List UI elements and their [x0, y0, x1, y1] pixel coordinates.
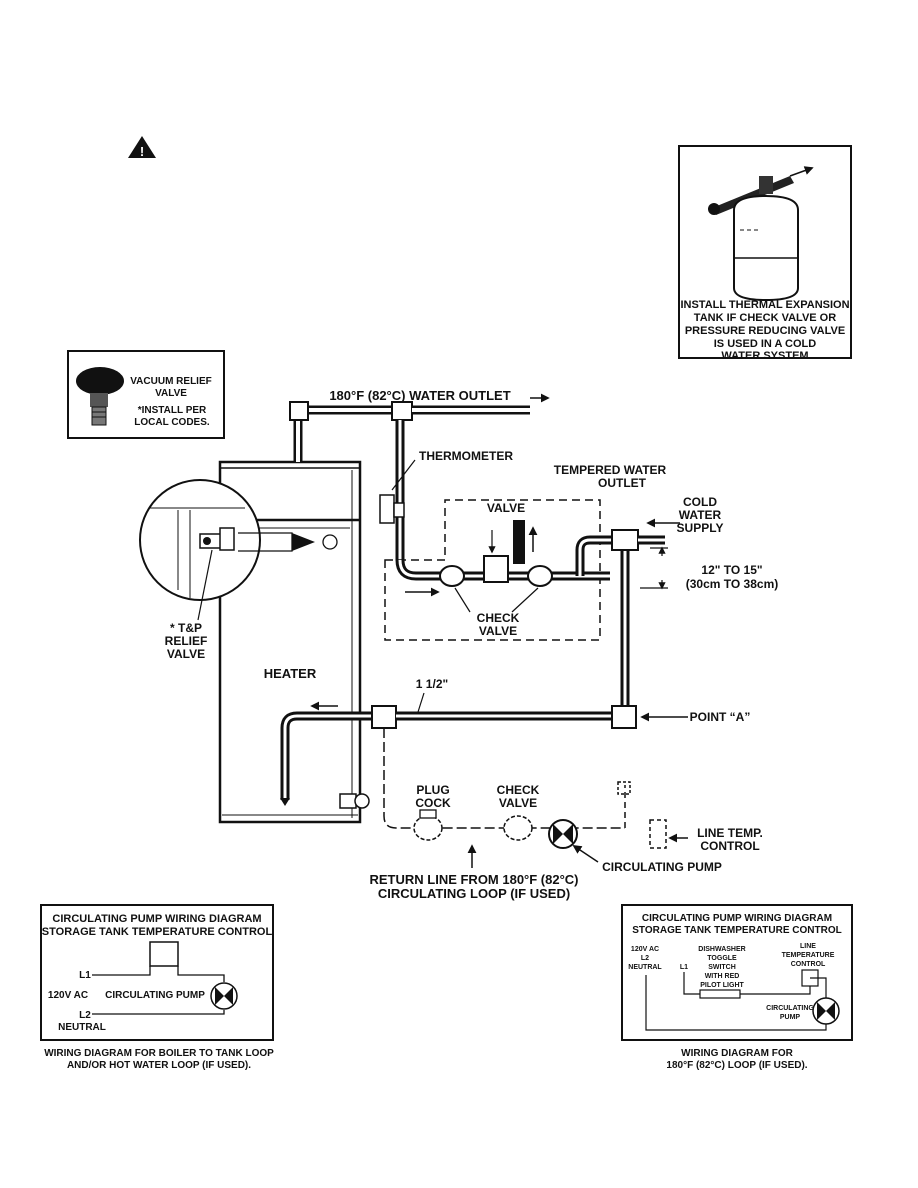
expansion-caption-1: INSTALL THERMAL EXPANSION	[680, 299, 849, 311]
toggle-switch-icon	[699, 989, 741, 999]
tempered-water-piping	[395, 529, 665, 720]
point-a-label: POINT “A”	[690, 710, 751, 724]
tempered-outlet-label-1: TEMPERED WATER	[554, 463, 667, 477]
wiring-right-switch-3: SWITCH	[708, 964, 736, 971]
wiring-right-linetemp-2: TEMPERATURE	[782, 952, 835, 959]
return-piping	[280, 705, 637, 829]
return-line-2: CIRCULATING LOOP (IF USED)	[378, 886, 570, 901]
wiring-right-linetemp-1: LINE	[800, 943, 816, 950]
check-valve-leader-b	[511, 587, 539, 613]
wiring-right-switch-1: DISHWASHER	[698, 946, 745, 953]
wiring-right-title-1: CIRCULATING PUMP WIRING DIAGRAM	[642, 913, 832, 924]
vacuum-note-2: LOCAL CODES.	[134, 417, 210, 428]
tp-relief-leader	[197, 549, 213, 621]
water-outlet-label: 180°F (82°C) WATER OUTLET	[329, 388, 510, 403]
tp-relief-1: * T&P	[170, 621, 202, 635]
wiring-left-pump-icon	[210, 982, 238, 1010]
check-valve-lower-1: CHECK	[497, 783, 540, 797]
wiring-right-linetemp-3: CONTROL	[791, 961, 826, 968]
return-line-1: RETURN LINE FROM 180°F (82°C)	[369, 872, 578, 887]
wiring-right-power-3: NEUTRAL	[628, 964, 662, 971]
check-valve-leader-a	[454, 587, 471, 613]
expansion-tank-icon	[708, 166, 814, 302]
warning-triangle-icon: !	[128, 136, 156, 159]
check-valve-lower-icon	[503, 815, 533, 841]
hot-outlet-piping	[289, 401, 530, 560]
vacuum-note-1: *INSTALL PER	[138, 405, 207, 416]
wiring-left-pump: CIRCULATING PUMP	[105, 990, 205, 1001]
mixing-valve-icon	[483, 520, 525, 583]
circulating-pump-label: CIRCULATING PUMP	[602, 860, 722, 874]
check-valve-upper-1: CHECK	[477, 611, 520, 625]
wiring-right-pump-1: CIRCULATING	[766, 1005, 814, 1012]
pump-leader	[572, 845, 599, 863]
wiring-right-switch-5: PILOT LIGHT	[700, 982, 744, 989]
thermometer-leader	[391, 459, 416, 491]
tank-control-box	[149, 941, 179, 967]
wiring-right-switch-4: WITH RED	[705, 973, 740, 980]
plug-cock-icon	[413, 809, 443, 841]
wiring-diagram-left: CIRCULATING PUMP WIRING DIAGRAM STORAGE …	[40, 904, 274, 1041]
wiring-left-title-2: STORAGE TANK TEMPERATURE CONTROL	[42, 926, 273, 938]
valve-label: VALVE	[487, 501, 525, 515]
thermometer-label: THERMOMETER	[419, 449, 513, 463]
wiring-left-l1: L1	[79, 970, 91, 981]
pipe-size-label: 1 1/2"	[416, 677, 448, 691]
tp-relief-2: RELIEF	[165, 634, 208, 648]
vacuum-relief-panel: VACUUM RELIEF VALVE *INSTALL PER LOCAL C…	[67, 350, 225, 439]
thermometer-icon	[379, 494, 405, 524]
wiring-left-caption-2: AND/OR HOT WATER LOOP (IF USED).	[67, 1060, 251, 1071]
vacuum-title-1: VACUUM RELIEF	[130, 376, 211, 387]
cold-supply-3: SUPPLY	[677, 521, 724, 535]
check-valve-lower-2: VALVE	[499, 796, 537, 810]
wiring-left-voltage: 120V AC	[48, 990, 88, 1001]
check-valve-upper-icon	[439, 565, 553, 587]
wiring-right-pump-2: PUMP	[780, 1014, 801, 1021]
check-valve-upper-2: VALVE	[479, 624, 517, 638]
cold-supply-2: WATER	[679, 508, 722, 522]
distance-marker	[640, 546, 668, 590]
distance-2: (30cm TO 38cm)	[686, 577, 779, 591]
expansion-tank-panel: INSTALL THERMAL EXPANSION TANK IF CHECK …	[678, 145, 852, 362]
plug-cock-1: PLUG	[416, 783, 449, 797]
expansion-caption-2: TANK IF CHECK VALVE OR	[694, 312, 836, 324]
warning-symbol: !	[140, 144, 144, 159]
expansion-caption-4: IS USED IN A COLD	[714, 338, 817, 350]
wiring-right-caption-2: 180°F (82°C) LOOP (IF USED).	[666, 1060, 807, 1071]
distance-1: 12" TO 15"	[701, 563, 762, 577]
plug-cock-2: COCK	[415, 796, 451, 810]
vacuum-relief-valve-icon	[76, 367, 124, 426]
mixing-valve-dashed-box	[384, 499, 601, 641]
line-temp-control-icon	[617, 781, 667, 849]
wiring-right-title-2: STORAGE TANK TEMPERATURE CONTROL	[632, 925, 841, 936]
pipe-size-leader	[417, 692, 425, 713]
wiring-left-l2: L2	[79, 1010, 91, 1021]
circulating-pump-icon	[548, 819, 578, 849]
wiring-right-l1: L1	[680, 964, 688, 971]
tp-relief-detail	[139, 479, 338, 601]
heater-label: HEATER	[264, 666, 317, 681]
heater-tank	[218, 460, 362, 824]
wiring-right-power-2: L2	[641, 955, 649, 962]
cold-supply-1: COLD	[683, 495, 717, 509]
expansion-caption-3: PRESSURE REDUCING VALVE	[685, 325, 845, 337]
wiring-diagram-right: CIRCULATING PUMP WIRING DIAGRAM STORAGE …	[621, 904, 853, 1041]
wiring-right-power-1: 120V AC	[631, 946, 659, 953]
vacuum-title-2: VALVE	[155, 388, 187, 399]
wiring-left-neutral: NEUTRAL	[58, 1022, 106, 1033]
drain-tip-icon	[280, 798, 290, 806]
drain-valve-icon	[339, 793, 370, 809]
line-temp-2: CONTROL	[700, 839, 759, 853]
wiring-left-caption-1: WIRING DIAGRAM FOR BOILER TO TANK LOOP	[44, 1048, 274, 1059]
expansion-caption-5: WATER SYSTEM	[721, 350, 808, 362]
wiring-right-switch-2: TOGGLE	[707, 955, 737, 962]
wiring-right-pump-icon	[812, 997, 840, 1025]
tempered-outlet-label-2: OUTLET	[598, 476, 647, 490]
wiring-left-title-1: CIRCULATING PUMP WIRING DIAGRAM	[52, 913, 261, 925]
tp-relief-3: VALVE	[167, 647, 205, 661]
wiring-right-caption-1: WIRING DIAGRAM FOR	[681, 1048, 793, 1059]
line-temp-1: LINE TEMP.	[697, 826, 763, 840]
